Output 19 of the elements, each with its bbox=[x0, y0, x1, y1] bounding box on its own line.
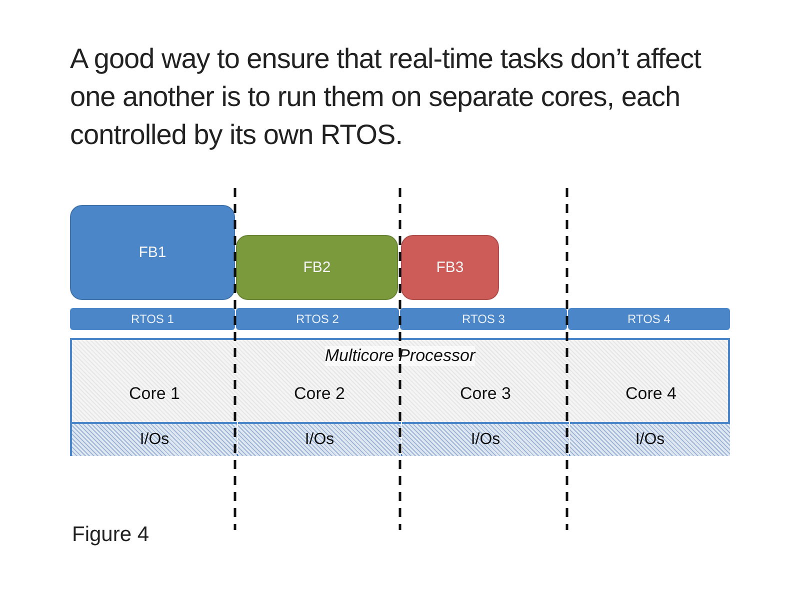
core-label: Core 1 bbox=[72, 368, 237, 420]
rtos-bar: RTOS 3 bbox=[400, 308, 567, 330]
core-label: Core 3 bbox=[402, 368, 569, 420]
rtos-bar: RTOS 4 bbox=[568, 308, 730, 330]
function-block: FB2 bbox=[236, 235, 398, 300]
function-block: FB1 bbox=[70, 205, 235, 300]
figure-caption: Figure 4 bbox=[72, 523, 150, 547]
io-band: I/Os bbox=[72, 422, 237, 456]
core-label: Core 4 bbox=[570, 368, 732, 420]
processor-box bbox=[70, 338, 730, 456]
processor-title: Multicore Processor bbox=[324, 346, 476, 366]
io-band: I/Os bbox=[402, 422, 569, 456]
io-band: I/Os bbox=[238, 422, 401, 456]
io-band: I/Os bbox=[570, 422, 730, 456]
core-label: Core 2 bbox=[238, 368, 401, 420]
heading: A good way to ensure that real-time tasks don’t affect one another is to run them on separate cores, each controlled by its own RTOS. bbox=[70, 42, 702, 152]
function-block: FB3 bbox=[401, 235, 499, 300]
rtos-bar: RTOS 2 bbox=[236, 308, 399, 330]
rtos-bar: RTOS 1 bbox=[70, 308, 235, 330]
